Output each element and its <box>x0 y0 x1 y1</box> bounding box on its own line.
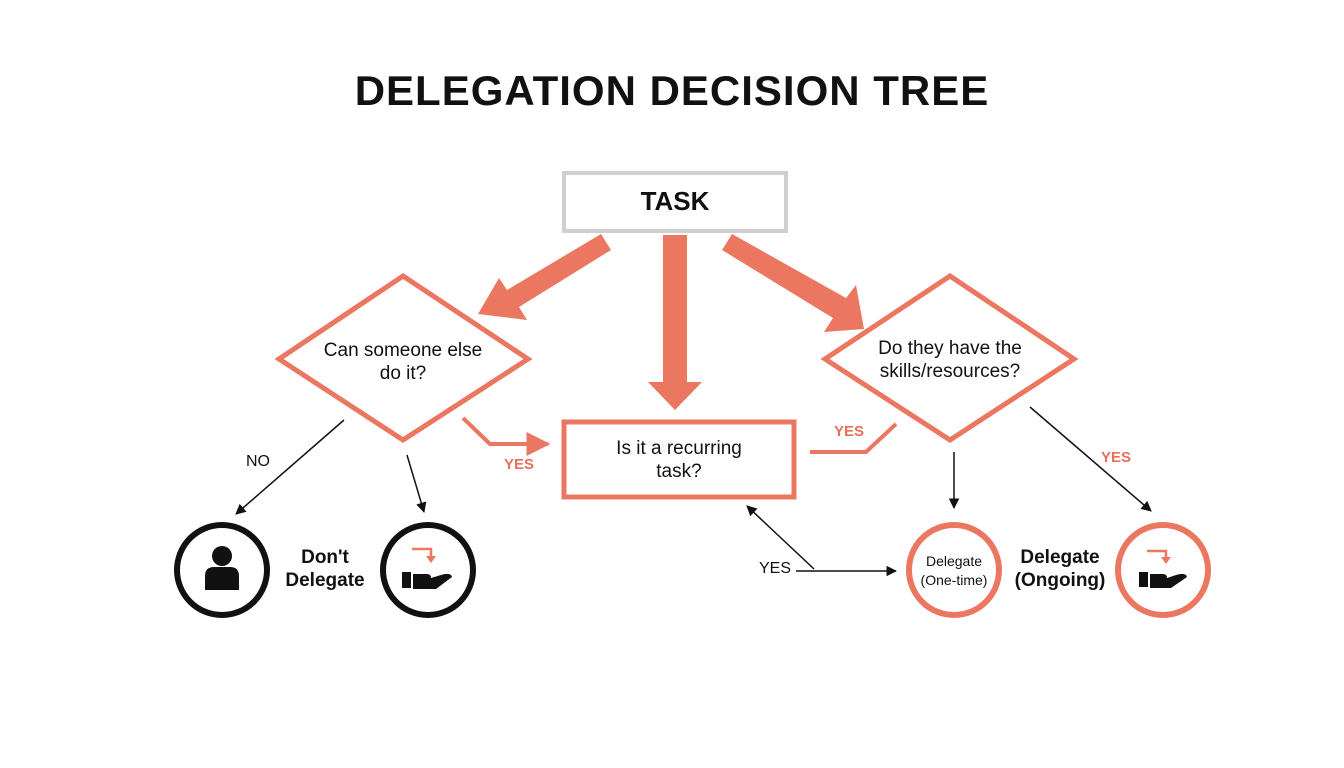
question-recurring-line2: task? <box>656 461 702 482</box>
arrow-skills-to-ongoing <box>1029 406 1152 512</box>
arrow-task-to-left-question <box>478 234 611 320</box>
hand-delegate-icon <box>402 547 452 589</box>
delegate-hand-left-circle <box>380 522 476 618</box>
page-title: DELEGATION DECISION TREE <box>354 67 990 114</box>
question-skills-line1: Do they have the <box>878 338 1022 359</box>
question-diamond-someone-else <box>274 272 533 443</box>
dont-delegate-label-line1: Don't <box>301 547 349 568</box>
question-someone-else-line1: Can someone else <box>323 340 483 361</box>
question-someone-else-line2: do it? <box>379 363 427 384</box>
delegate-ongoing-line2: (Ongoing) <box>1014 570 1106 591</box>
delegate-ongoing-circle <box>1115 522 1211 618</box>
question-diamond-skills <box>820 272 1079 443</box>
connector-left-yes <box>461 416 551 456</box>
connector-right-yes <box>810 422 898 454</box>
delegate-ongoing-line1: Delegate <box>1020 547 1100 568</box>
arrow-bottom-yes-to-recurring <box>746 505 815 570</box>
delegate-one-time-circle <box>906 522 1002 618</box>
edge-label-yes-bottom: YES <box>759 560 792 577</box>
edge-label-yes-left: YES <box>504 456 535 473</box>
arrow-task-to-recurring <box>648 235 702 410</box>
person-icon <box>205 546 239 590</box>
delegate-one-time-line1: Delegate <box>925 553 983 569</box>
edge-label-yes-mid: YES <box>834 423 865 440</box>
task-label: TASK <box>640 186 710 216</box>
arrow-task-to-right-question <box>722 234 864 332</box>
edge-label-yes-right: YES <box>1101 449 1132 466</box>
recurring-task-box <box>561 419 797 500</box>
edge-label-no: NO <box>246 453 270 470</box>
question-skills-line2: skills/resources? <box>879 361 1021 382</box>
arrow-to-hand-left <box>406 454 427 514</box>
task-box <box>562 171 788 233</box>
arrow-no-to-dont-delegate <box>235 419 345 515</box>
question-recurring-line1: Is it a recurring <box>616 438 742 459</box>
hand-delegate-icon <box>1139 549 1187 588</box>
dont-delegate-label-line2: Delegate <box>285 570 365 591</box>
delegate-one-time-line2: (One-time) <box>920 572 988 588</box>
